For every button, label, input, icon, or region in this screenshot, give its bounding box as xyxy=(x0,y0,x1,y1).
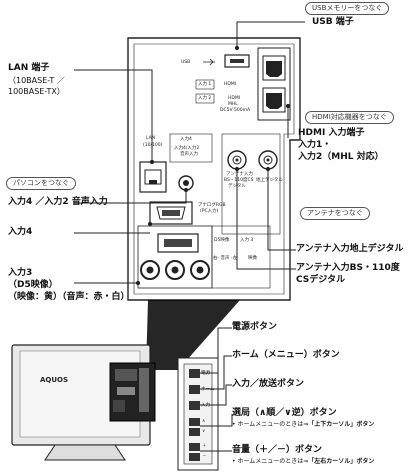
panel-mhl-line2: MHL xyxy=(228,102,238,107)
leader-lines xyxy=(74,21,305,286)
panel-rgb-line1: アナログRGB xyxy=(198,203,226,208)
hdmi-pill: HDMI対応機器をつなぐ xyxy=(305,111,394,124)
lan-port-graphic xyxy=(139,161,167,193)
panel-ant-right: 地上デジタル xyxy=(256,178,283,183)
btn-label-input: 入力 xyxy=(201,403,210,408)
input3-label-line1: 入力3 xyxy=(8,268,33,278)
volume-button-label: 音量（＋／－）ボタン xyxy=(232,445,323,455)
volume-button-note: • ホームメニューのときは⇒「左右カーソル」ボタン xyxy=(232,458,375,465)
vga-port-graphic xyxy=(149,201,193,225)
button-leader-lines xyxy=(200,327,233,452)
antenna-bs-line1: アンテナ入力BS・110度 xyxy=(296,263,400,273)
input3-label-line2: （D5映像） xyxy=(8,280,58,290)
hdmi-label-line3: 入力2（MHL 対応） xyxy=(298,152,384,162)
btn-label-vol-up: ＋ xyxy=(202,444,207,449)
antenna-ports-graphic xyxy=(221,133,281,235)
usb-port-label: USB 端子 xyxy=(312,17,354,27)
usb-symbol-icon xyxy=(203,58,215,66)
input-button-graphic xyxy=(189,401,200,410)
panel-audio-lr: 右- 音声 -左 xyxy=(213,256,238,261)
channel-button-note: • ホームメニューのときは⇒「上下カーソル」ボタン xyxy=(232,421,375,428)
btn-label-ch-up: ∧ xyxy=(202,419,206,424)
panel-audio-line1: 入力4 xyxy=(180,137,192,142)
panel-lan-line1: LAN xyxy=(146,136,156,141)
tv-brand-logo: AQUOS xyxy=(40,376,69,384)
hdmi-label-boxes xyxy=(195,79,215,104)
channel-down-button-graphic xyxy=(189,428,200,436)
panel-d5-label: D5映像 xyxy=(214,238,230,243)
audio-jack-graphic xyxy=(178,175,194,191)
channel-up-button-graphic xyxy=(189,418,200,426)
input4-label: 入力4 xyxy=(8,227,33,237)
panel-input2-label: 入力 2 xyxy=(198,96,212,101)
panel-ant-line3: デジタル xyxy=(228,184,246,189)
antenna-pill: アンテナをつなぐ xyxy=(300,207,370,220)
audio-label-box xyxy=(169,133,213,163)
panel-lan-line2: (10/100) xyxy=(143,143,163,148)
panel-ant-line1: アンテナ入力 xyxy=(226,172,253,177)
volume-up-button-graphic xyxy=(189,443,200,451)
lan-label-line2: （10BASE-T ／ xyxy=(8,76,65,85)
lan-label-line1: LAN 端子 xyxy=(8,63,50,73)
side-button-panel xyxy=(177,357,219,471)
rear-panel xyxy=(127,37,301,301)
usb-pill: USBメモリーをつなぐ xyxy=(305,2,390,15)
btn-label-vol-down: － xyxy=(202,454,207,459)
hdmi-label-line2: 入力1・ xyxy=(298,140,332,150)
panel-audio-line2: 入力4/入力2 xyxy=(174,146,200,151)
panel-hdmi-label: HDMI xyxy=(224,82,237,87)
lan-label-line3: 100BASE-TX） xyxy=(8,87,65,96)
zoom-cone xyxy=(146,300,240,370)
panel-mhl-line1: HDMI xyxy=(228,96,241,101)
panel-video-label: 映像 xyxy=(248,256,257,261)
btn-label-home: ホーム xyxy=(201,387,215,392)
panel-rgb-line2: (PC入力) xyxy=(200,209,219,214)
tv-set-graphic xyxy=(11,344,156,461)
hdmi-label-line1: HDMI 入力端子 xyxy=(298,128,365,138)
btn-label-ch-down: ∨ xyxy=(202,429,206,434)
audio-input-label: 入力4 ／入力2 音声入力 xyxy=(8,197,108,207)
antenna-terrestrial-label: アンテナ入力地上デジタル xyxy=(296,244,404,254)
channel-button-label: 選局（∧順／∨逆）ボタン xyxy=(232,408,337,418)
panel-usb-label: USB xyxy=(181,60,191,65)
usb-port-graphic xyxy=(224,54,250,68)
panel-input3-label: 入力 3 xyxy=(240,238,254,243)
hdmi-port-graphics xyxy=(257,47,291,121)
input-broadcast-label: 入力／放送ボタン xyxy=(232,379,305,389)
panel-input1-label: 入力 1 xyxy=(198,82,212,87)
btn-label-power: 電源 xyxy=(201,371,210,376)
home-button-label: ホーム（メニュー）ボタン xyxy=(232,350,340,360)
panel-audio-line3: 音声入力 xyxy=(180,152,198,157)
power-button-graphic xyxy=(189,369,200,378)
volume-down-button-graphic xyxy=(189,453,200,461)
antenna-bs-line2: CSデジタル xyxy=(296,275,346,285)
pc-pill: パソコンをつなぐ xyxy=(6,177,76,190)
input3-label-line3: （映像：黄）（音声：赤・白） xyxy=(8,292,130,302)
power-button-label: 電源ボタン xyxy=(232,322,278,332)
panel-mhl-line3: DC5V 500mA xyxy=(220,108,251,113)
panel-ant-line2: BS・110度CS xyxy=(224,178,254,183)
home-button-graphic xyxy=(189,385,200,394)
input3-ports-graphic xyxy=(137,225,271,289)
